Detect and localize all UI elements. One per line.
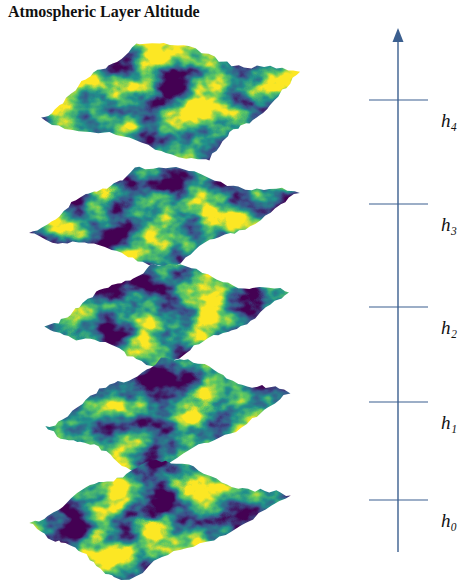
altitude-label: h₀ bbox=[441, 510, 457, 532]
terrain-layer bbox=[22, 450, 300, 585]
terrain-layer bbox=[32, 32, 308, 168]
diagram-title: Atmospheric Layer Altitude bbox=[8, 3, 200, 21]
terrain-layer bbox=[37, 254, 298, 374]
altitude-label: h₄ bbox=[441, 110, 457, 132]
altitude-label: h₂ bbox=[441, 317, 457, 339]
terrain-layer bbox=[22, 157, 308, 274]
altitude-label: h₁ bbox=[441, 412, 457, 434]
altitude-axis bbox=[369, 28, 428, 552]
altitude-label: h₃ bbox=[441, 214, 457, 236]
